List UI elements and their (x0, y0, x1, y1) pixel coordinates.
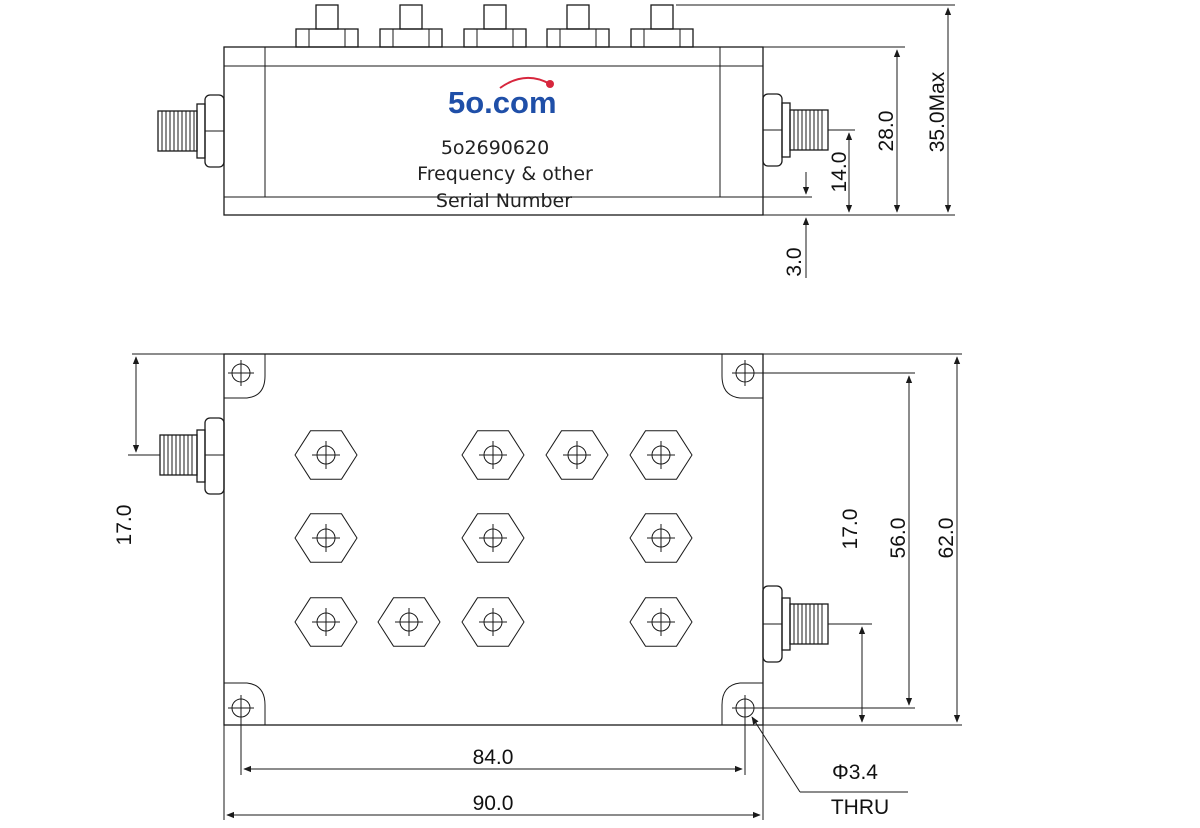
dim-connector-height: 14.0 (828, 152, 851, 193)
part-number: 5o2690620 (441, 137, 549, 159)
dim-right-connector-offset: 17.0 (839, 509, 862, 550)
dim-hole-spacing-y: 56.0 (887, 518, 910, 559)
dim-overall-y: 62.0 (935, 518, 958, 559)
mounting-hole-tr (721, 354, 763, 399)
mounting-hole-tl (224, 354, 266, 399)
brand-logo: 5o.com (448, 77, 557, 120)
sma-connector-left-side (157, 94, 225, 168)
dim-body-height: 28.0 (875, 111, 898, 152)
label-serial: Serial Number (436, 190, 572, 212)
mounting-hole-br (721, 682, 763, 725)
hole-callout-diameter: Φ3.4 (832, 761, 878, 784)
dim-left-connector-offset: 17.0 (113, 505, 136, 546)
dim-overall-x: 90.0 (473, 792, 514, 815)
dim-height-max: 35.0Max (926, 71, 949, 152)
side-view-dimensions: 35.0Max 28.0 14.0 3.0 (676, 4, 955, 278)
hex-nut (294, 513, 358, 563)
hex-nut (461, 597, 525, 647)
hex-nut (461, 430, 525, 480)
hex-nut (545, 430, 609, 480)
hex-nut (629, 597, 693, 647)
hex-nut (377, 597, 441, 647)
mounting-holes (224, 354, 763, 725)
tuning-screws-top (295, 4, 694, 48)
plan-view: 17.0 17.0 56.0 62.0 84.0 (113, 353, 962, 820)
brand-logo-text: 5o.com (448, 85, 557, 120)
side-view: 5o.com 5o2690620 Frequency & other Seria… (157, 4, 955, 278)
hex-nut (629, 430, 693, 480)
plan-view-dimensions: 17.0 17.0 56.0 62.0 84.0 (113, 353, 962, 820)
sma-connector-right-plan (762, 585, 829, 663)
hex-nut (461, 513, 525, 563)
dim-hole-spacing-x: 84.0 (473, 746, 514, 769)
tuning-nuts (294, 430, 693, 647)
hex-nut (294, 430, 358, 480)
dim-base-offset: 3.0 (783, 247, 806, 276)
sma-connector-right-side (762, 93, 829, 167)
hex-nut (629, 513, 693, 563)
sma-connector-left-plan (159, 417, 225, 495)
label-frequency: Frequency & other (417, 163, 593, 185)
mounting-hole-bl (224, 682, 266, 725)
hex-nut (294, 597, 358, 647)
housing-plan (223, 353, 764, 726)
hole-callout-thru: THRU (831, 796, 889, 819)
